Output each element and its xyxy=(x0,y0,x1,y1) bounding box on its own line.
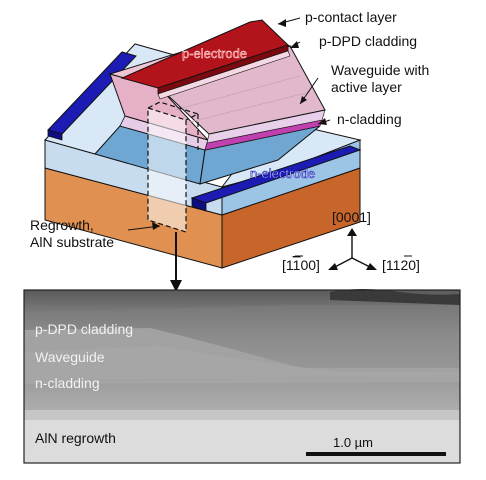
scale-bar-label: 1.0 µm xyxy=(333,435,373,450)
p-dpd-cladding-label: p-DPD cladding xyxy=(319,33,417,49)
n-electrode-right-front xyxy=(191,197,207,212)
n-cladding-label: n-cladding xyxy=(337,111,402,127)
scale-bar xyxy=(306,452,446,456)
p-contact-layer xyxy=(157,50,291,100)
p-contact-layer-label: p-contact layer xyxy=(305,9,397,25)
regrowth-label-line1: Regrowth, xyxy=(30,217,94,233)
p-electrode-label: p-electrode xyxy=(182,46,247,61)
sem-waveguide-band xyxy=(24,346,460,384)
axis-1-100-label: [1100] xyxy=(282,257,320,273)
sem-label-n-cladding: n-cladding xyxy=(35,375,100,391)
sem-dark-blob xyxy=(330,289,460,305)
axis-0001-label: [0001] xyxy=(332,209,371,225)
crystal-axes: [0001] [1100] [1120] xyxy=(282,209,420,273)
n-electrode-left-side xyxy=(47,129,63,141)
sem-micrograph: p-DPD cladding Waveguide n-cladding AlN … xyxy=(23,289,461,464)
zoom-arrow xyxy=(170,232,182,292)
waveguide-label-line1: Waveguide with xyxy=(331,62,429,78)
waveguide-label-line2: active layer xyxy=(331,79,402,95)
sem-frame xyxy=(23,289,461,464)
sem-label-pdpd: p-DPD cladding xyxy=(35,321,133,337)
p-electrode xyxy=(120,19,289,89)
cross-section-highlight-edge xyxy=(147,101,200,121)
n-electrode-label: n-electrode xyxy=(250,166,315,181)
sem-label-aln-regrowth: AlN regrowth xyxy=(35,430,116,446)
regrowth-label-line2: AlN substrate xyxy=(30,234,114,250)
ridge-stripe xyxy=(189,91,311,123)
ridge-stripe xyxy=(174,75,301,111)
cross-section-highlight xyxy=(147,107,187,233)
sem-label-waveguide: Waveguide xyxy=(35,349,105,365)
layer-callouts: p-contact layer p-DPD cladding Waveguide… xyxy=(30,9,429,250)
axis-11-20-label: [1120] xyxy=(382,257,420,273)
sem-aln-transition xyxy=(24,410,460,420)
device-3d-block xyxy=(44,19,362,269)
